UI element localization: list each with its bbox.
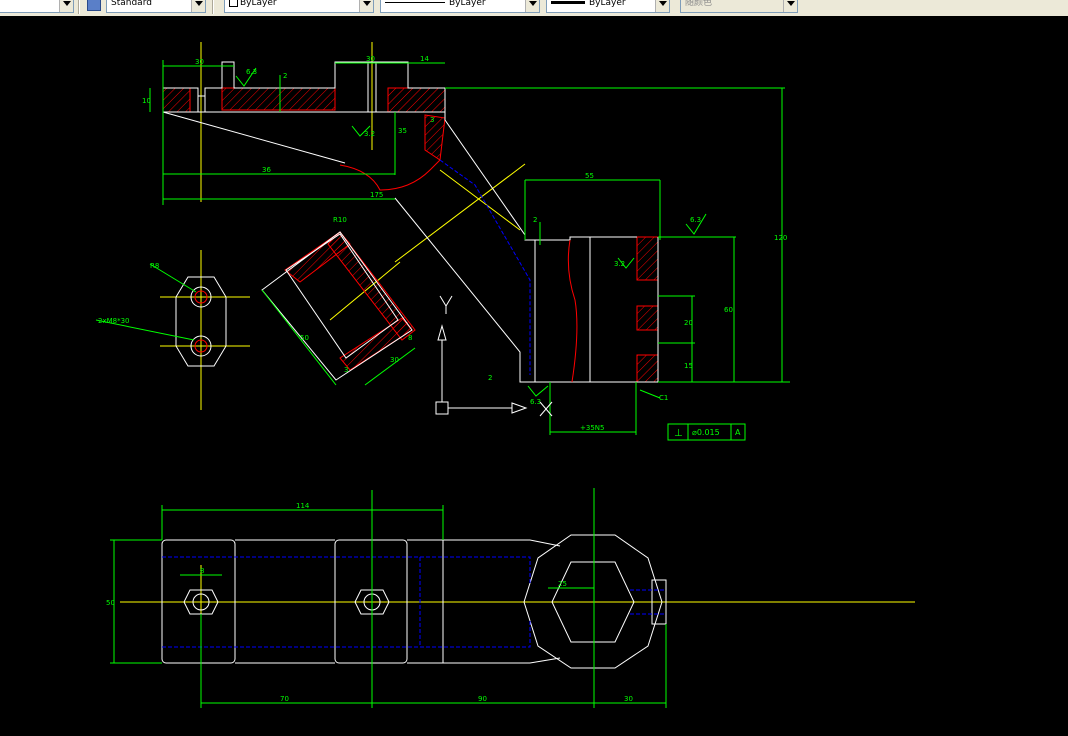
toolbar-separator <box>78 0 80 14</box>
dim-text: 70 <box>280 695 289 703</box>
dim-text: 2 <box>283 72 287 80</box>
dimension-lines-top <box>149 60 790 441</box>
dim-text: 50 <box>106 599 115 607</box>
tolerance-frame: ⊥ ⌀0.015 A <box>674 428 741 439</box>
dim-text: C1 <box>659 394 668 402</box>
dim-text: 175 <box>370 191 383 199</box>
layer-color-value: ByLayer <box>240 0 277 8</box>
dim-text: 2 <box>488 374 492 382</box>
left-view <box>95 250 250 410</box>
chevron-down-icon[interactable] <box>359 0 373 12</box>
roughness-text: 6.3 <box>530 398 541 406</box>
roughness-text: 6.3 <box>690 216 701 224</box>
linetype-sample-icon <box>385 2 445 3</box>
dim-text: 25 <box>558 580 567 588</box>
lineweight-value: ByLayer <box>589 0 626 8</box>
dim-text: 30 <box>624 695 633 703</box>
chevron-down-icon[interactable] <box>655 0 669 12</box>
linetype-value: ByLayer <box>449 0 486 8</box>
dim-text: 90 <box>478 695 487 703</box>
dim-text: 10 <box>142 97 151 105</box>
dim-text: 3 <box>344 366 348 374</box>
part-outline-front <box>162 61 659 383</box>
dim-text: 60 <box>724 306 733 314</box>
tolerance-value: ⌀0.015 <box>692 428 720 437</box>
dim-text: 120 <box>774 234 787 242</box>
dim-text: 3 <box>430 116 434 124</box>
dim-text: 30 <box>195 58 204 66</box>
properties-toolbar: Standard ByLayer ByLayer ByLayer 随颜色 <box>0 0 1068 17</box>
break-lines <box>339 159 578 383</box>
roughness-icon <box>235 67 257 87</box>
chevron-down-icon[interactable] <box>191 0 205 12</box>
lineweight-sample-icon <box>551 1 585 4</box>
perpendicularity-symbol: ⊥ <box>674 428 683 439</box>
roughness-icon <box>617 257 635 269</box>
text-style-dropdown[interactable]: Standard <box>106 0 206 13</box>
chevron-down-icon <box>783 0 797 12</box>
dim-text: 14 <box>420 55 429 63</box>
dim-text: 114 <box>296 502 310 510</box>
dim-text: 8 <box>200 567 204 575</box>
hidden-lines-plan <box>162 556 666 648</box>
part-outline-plan <box>161 534 667 669</box>
dim-text: R8 <box>150 262 159 270</box>
roughness-icon <box>685 213 707 235</box>
roughness-text: 6.3 <box>246 68 257 76</box>
roughness-icon <box>527 385 549 397</box>
dim-text: 20 <box>684 319 693 327</box>
dim-text: 2 <box>533 216 537 224</box>
dim-text: 36 <box>262 166 271 174</box>
dim-text: 55 <box>585 172 594 180</box>
lineweight-dropdown[interactable]: ByLayer <box>546 0 670 13</box>
chevron-down-icon[interactable] <box>59 0 73 12</box>
datum-label: A <box>735 428 741 437</box>
plot-style-value: 随颜色 <box>685 0 713 8</box>
hole-icon <box>190 335 212 357</box>
dim-text: R10 <box>333 216 347 224</box>
text-style-value: Standard <box>111 0 152 8</box>
dimension-texts-top: 30 30 14 10 2 35 36 175 55 2 120 60 20 1… <box>98 55 787 432</box>
dim-text: +35N5 <box>580 424 604 432</box>
dimension-lines-plan <box>110 488 667 708</box>
dim-text: 8 <box>408 334 412 342</box>
ucs-icon <box>435 295 553 417</box>
dimension-texts-plan: 114 50 25 70 90 30 8 <box>106 502 633 703</box>
dim-text: 15 <box>684 362 693 370</box>
linetype-dropdown[interactable]: ByLayer <box>380 0 540 13</box>
hole-icon <box>190 286 212 308</box>
layer-color-dropdown[interactable]: ByLayer <box>224 0 374 13</box>
centerlines-top <box>200 42 526 321</box>
text-style-icon[interactable] <box>87 0 101 11</box>
dim-text: 30 <box>366 55 375 63</box>
dim-text: 2xM8*30 <box>98 317 130 325</box>
drawing-canvas[interactable]: 30 30 14 10 2 35 36 175 55 2 120 60 20 1… <box>0 16 1068 736</box>
dim-text: 35 <box>398 127 407 135</box>
roughness-text: 3.2 <box>364 130 375 138</box>
hidden-lines <box>439 159 531 375</box>
plot-style-dropdown: 随颜色 <box>680 0 798 13</box>
roughness-text: 3.2 <box>614 260 625 268</box>
toolbar-separator <box>212 0 214 14</box>
dim-text: 50 <box>300 334 309 342</box>
first-dropdown[interactable] <box>0 0 74 13</box>
roughness-symbols: 6.3 3.2 6.3 3.2 6.3 <box>235 67 707 406</box>
roughness-icon <box>351 125 371 137</box>
color-swatch-icon <box>229 0 238 7</box>
chevron-down-icon[interactable] <box>525 0 539 12</box>
dim-text: 30 <box>390 356 399 364</box>
